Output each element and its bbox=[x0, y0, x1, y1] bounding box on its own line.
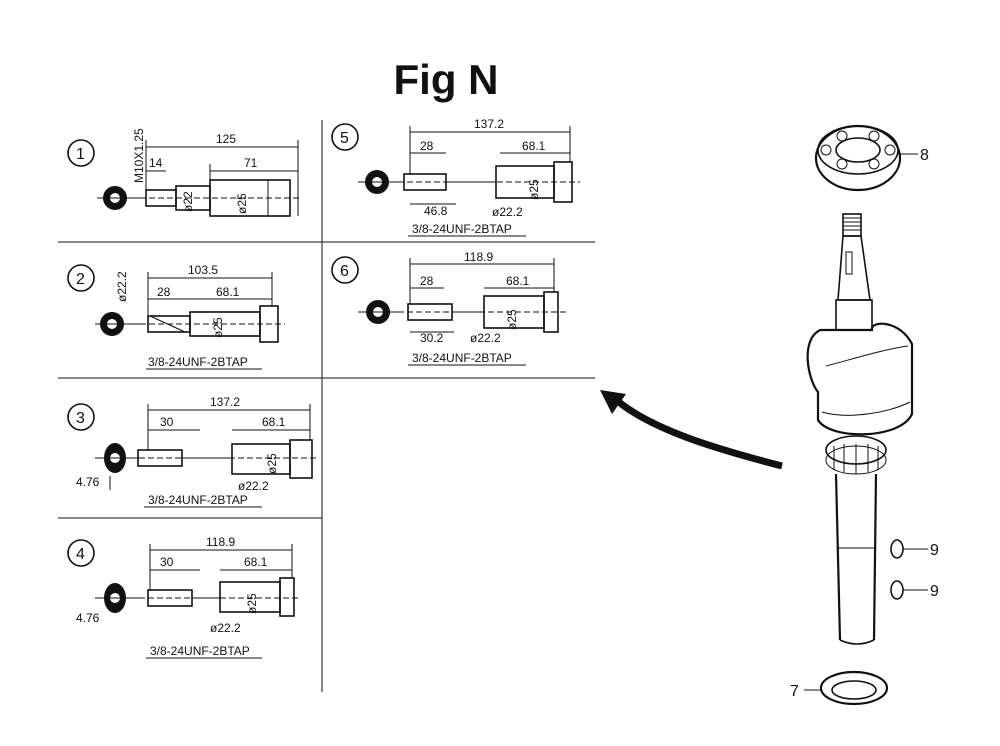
dim-top: ø22.2 bbox=[115, 271, 129, 302]
dim-overall: 137.2 bbox=[474, 117, 504, 131]
dim-b: 71 bbox=[244, 156, 258, 170]
dim-d2: ø25 bbox=[245, 593, 259, 614]
dim-d1: ø22.2 bbox=[238, 479, 269, 493]
variant-6: 6 118.9 28 68.1 30.2 ø22.2 ø25 3/8-24UNF… bbox=[331, 250, 566, 366]
seal: 7 bbox=[790, 670, 889, 706]
dim-b: 68.1 bbox=[244, 555, 268, 569]
crankshaft bbox=[806, 213, 914, 645]
dim-a: 28 bbox=[157, 285, 171, 299]
dim-c: 30.2 bbox=[420, 331, 444, 345]
dim-a: 14 bbox=[149, 156, 163, 170]
variant-number-circle bbox=[67, 403, 95, 431]
tap-spec: 3/8-24UNF-2BTAP bbox=[150, 644, 250, 658]
pointer-arrow bbox=[600, 390, 783, 470]
variant-number-circle bbox=[67, 539, 95, 567]
dim-a: 28 bbox=[420, 274, 434, 288]
grid-lines bbox=[58, 120, 595, 692]
callout-7: 7 bbox=[790, 683, 799, 700]
dim-d2: ø25 bbox=[265, 453, 279, 474]
callout-8: 8 bbox=[920, 147, 929, 164]
dim-d1: ø22.2 bbox=[492, 205, 523, 219]
dim-b: 68.1 bbox=[506, 274, 530, 288]
dim-d2: ø25 bbox=[505, 309, 519, 330]
dim-side: 4.76 bbox=[76, 475, 100, 489]
dim-overall: 118.9 bbox=[206, 535, 235, 549]
variant-number: 2 bbox=[76, 271, 85, 288]
dim-thread: M10X1.25 bbox=[132, 128, 146, 183]
dim-d2: ø25 bbox=[527, 179, 541, 200]
dim-b: 68.1 bbox=[216, 285, 240, 299]
tap-spec: 3/8-24UNF-2BTAP bbox=[412, 351, 512, 365]
dim-side: 4.76 bbox=[76, 611, 100, 625]
variant-number: 3 bbox=[76, 410, 85, 427]
dim-b: 68.1 bbox=[262, 415, 286, 429]
dim-overall: 118.9 bbox=[464, 250, 493, 264]
variant-number-circle bbox=[331, 256, 359, 284]
callout-9b: 9 bbox=[930, 583, 939, 600]
variant-number-circle bbox=[67, 264, 95, 292]
figure-title: Fig N bbox=[393, 56, 499, 103]
tap-spec: 3/8-24UNF-2BTAP bbox=[148, 355, 248, 369]
dim-overall: 103.5 bbox=[188, 263, 218, 277]
dim-d2: ø25 bbox=[211, 317, 225, 338]
dim-b: 68.1 bbox=[522, 139, 546, 153]
dim-a: 30 bbox=[160, 415, 174, 429]
variant-2: 2 103.5 28 68.1 ø22.2 ø25 3/8-24UNF-2BTA… bbox=[67, 263, 285, 370]
variant-1: 1 125 71 14 M10X1.25 ø22 ø25 bbox=[67, 128, 300, 217]
variant-number: 6 bbox=[340, 263, 349, 280]
dim-overall: 125 bbox=[216, 132, 236, 146]
variant-number: 5 bbox=[340, 130, 349, 147]
tap-spec: 3/8-24UNF-2BTAP bbox=[412, 222, 512, 236]
variant-number-circle bbox=[67, 139, 95, 167]
callout-9a: 9 bbox=[930, 542, 939, 559]
keys: 9 9 bbox=[890, 539, 939, 600]
dim-a: 28 bbox=[420, 139, 434, 153]
dim-d1: ø22.2 bbox=[470, 331, 501, 345]
variant-3: 3 4.76 137.2 30 68.1 ø22.2 ø25 3/8-24UNF… bbox=[67, 395, 318, 508]
dim-a: 30 bbox=[160, 555, 174, 569]
tap-spec: 3/8-24UNF-2BTAP bbox=[148, 493, 248, 507]
variant-number: 4 bbox=[76, 546, 85, 563]
dim-overall: 137.2 bbox=[210, 395, 240, 409]
bearing: 8 bbox=[814, 124, 929, 192]
dim-c: 46.8 bbox=[424, 204, 448, 218]
variant-number: 1 bbox=[76, 146, 85, 163]
variant-5: 5 137.2 28 68.1 46.8 ø22.2 ø25 3/8-24UNF… bbox=[331, 117, 580, 237]
variant-number-circle bbox=[331, 123, 359, 151]
dim-d2: ø25 bbox=[235, 193, 249, 214]
dim-d1: ø22.2 bbox=[210, 621, 241, 635]
dim-d1: ø22 bbox=[181, 191, 195, 212]
variant-4: 4 4.76 118.9 30 68.1 ø22.2 ø25 3/8-24UNF… bbox=[67, 535, 300, 659]
